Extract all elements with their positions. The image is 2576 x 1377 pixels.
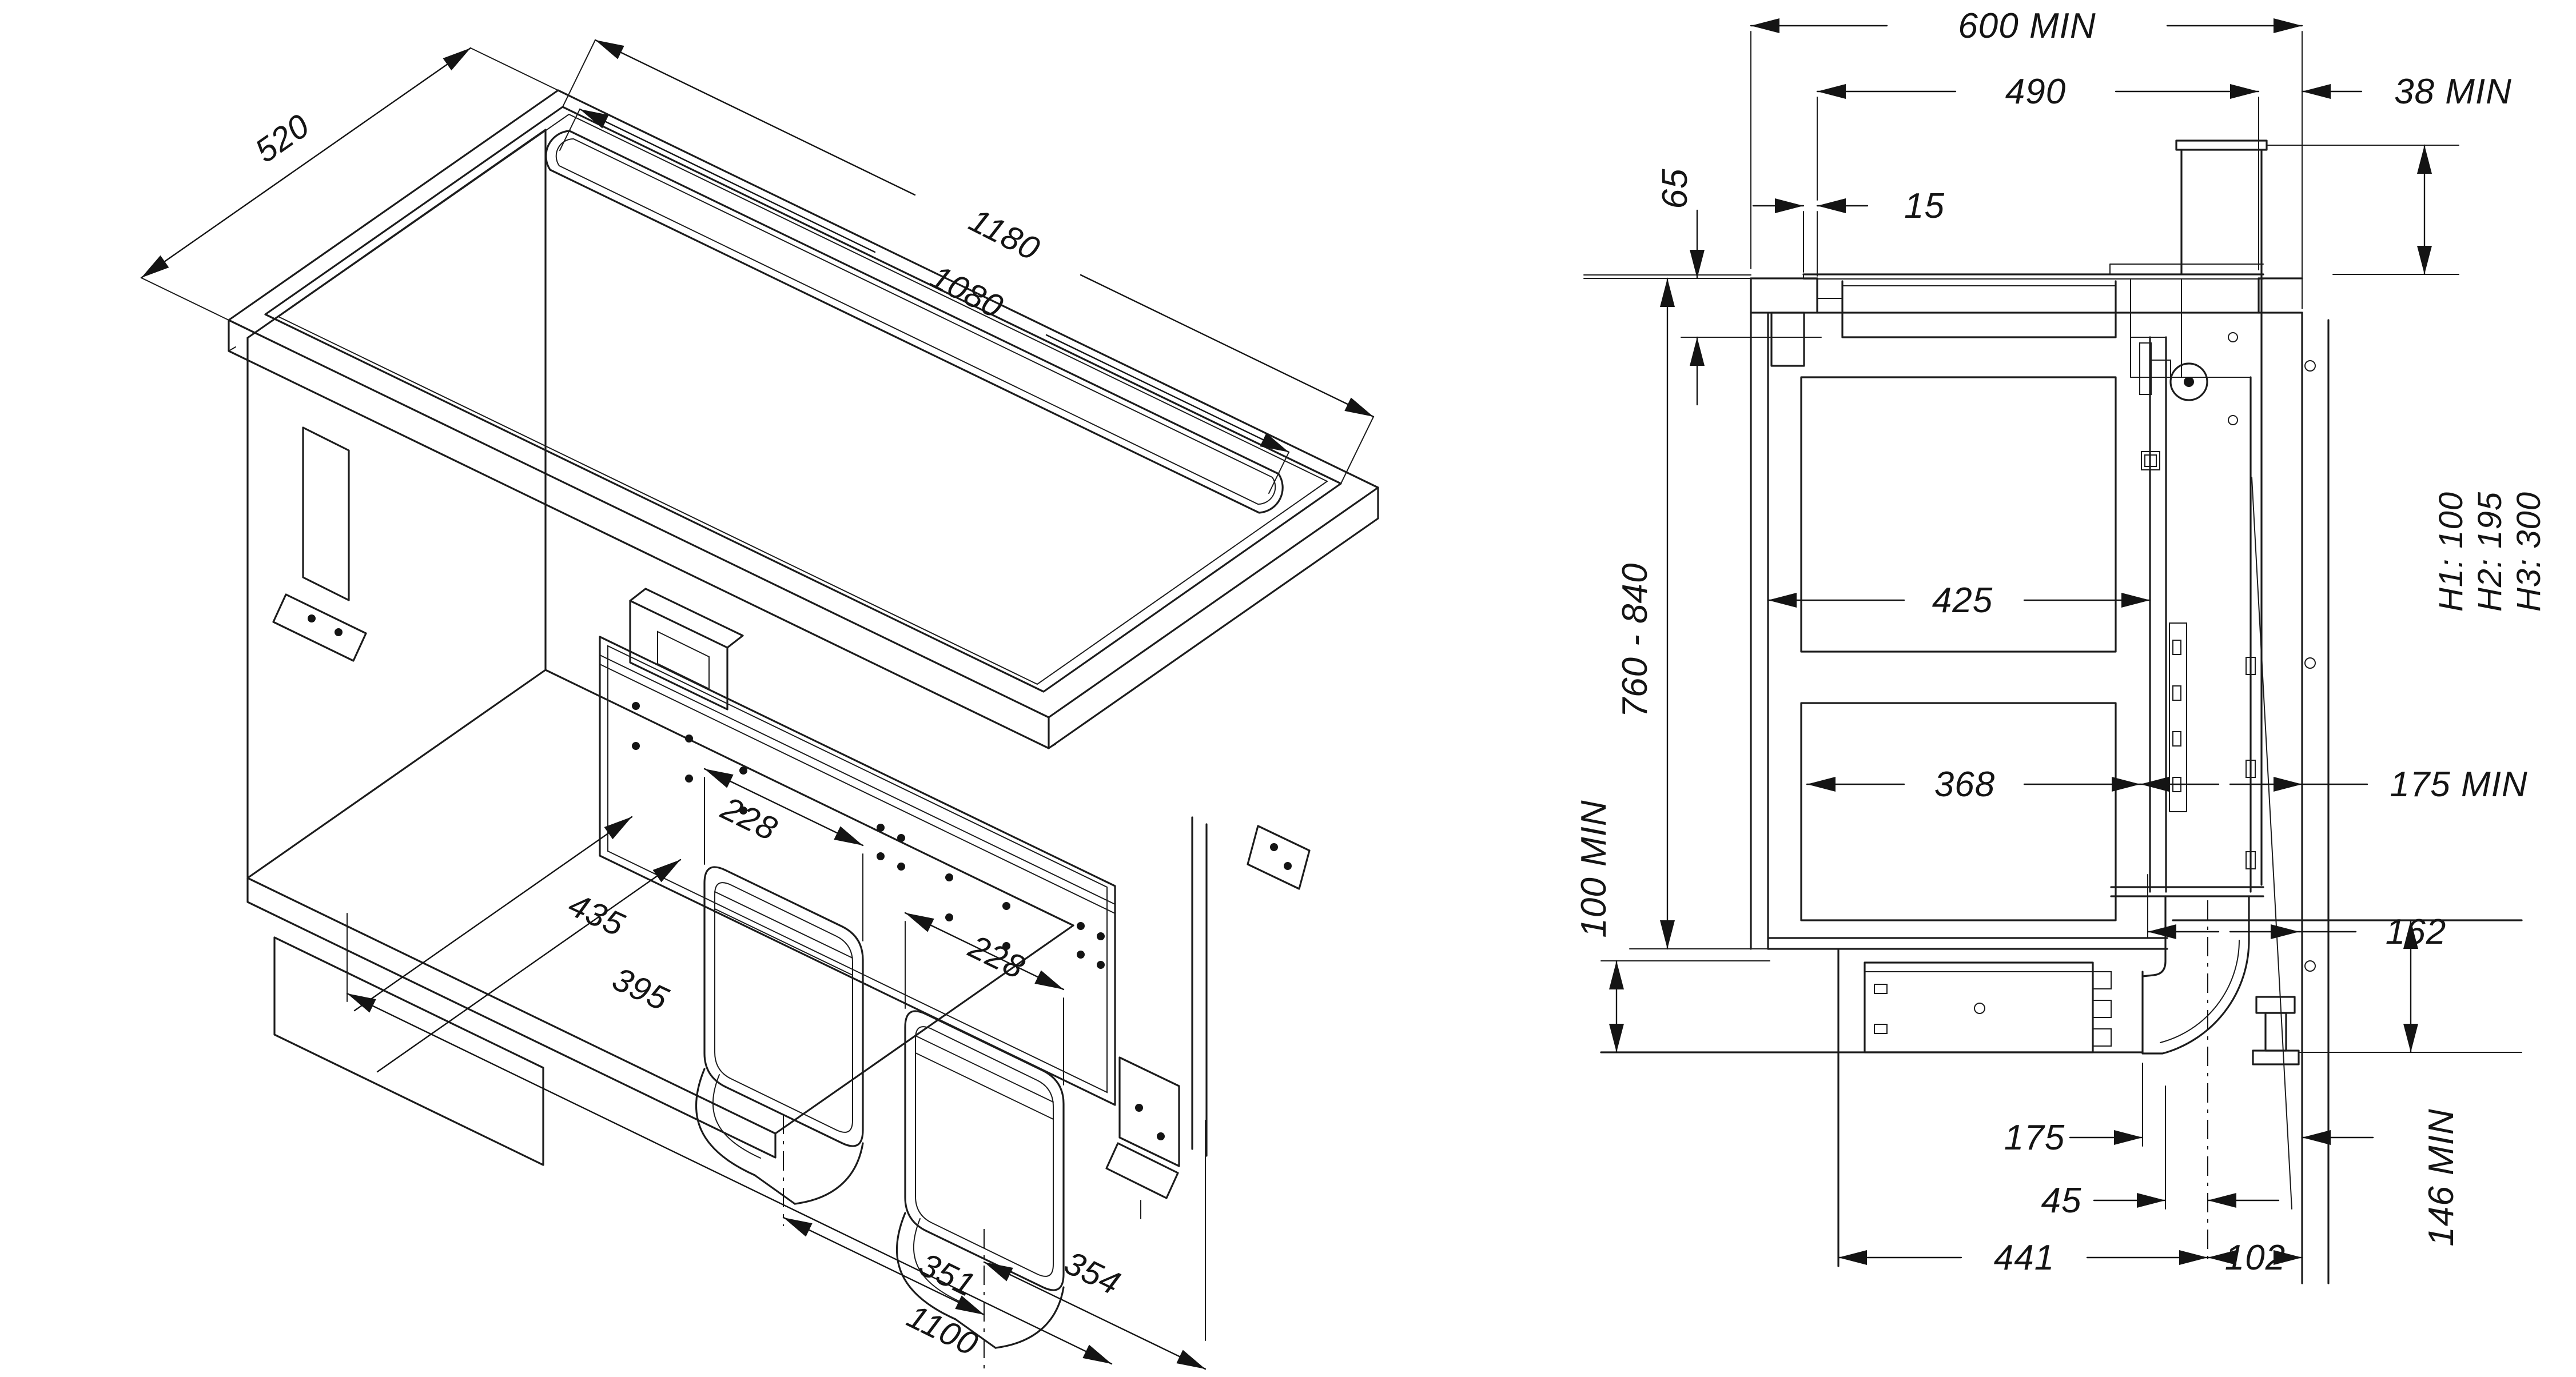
drawer-box-2 <box>1800 702 2117 921</box>
dimension-425: 425 <box>1767 581 2151 620</box>
dim-h1-label: H1: 100 <box>2432 492 2470 612</box>
section-cabinet <box>1750 312 2168 1267</box>
dim-65-label: 65 <box>1655 169 1695 209</box>
dim-490-label: 490 <box>2005 72 2066 111</box>
downdraft-panel <box>599 636 1116 1106</box>
motor-box <box>1864 961 2112 1053</box>
dimension-368: 368 <box>1806 765 2141 804</box>
dim-368-label: 368 <box>1934 765 1995 804</box>
dim-175min-label: 175 MIN <box>2390 765 2527 804</box>
pedestal-foot <box>2252 996 2522 1065</box>
dimension-175-bottom: 175 <box>2004 1063 2374 1158</box>
dimension-351: 351 <box>782 1216 985 1316</box>
isometric-view: 520 1180 1080 228 228 435 <box>140 39 1379 1370</box>
worktop <box>228 89 1379 749</box>
dim-600-label: 600 MIN <box>1958 6 2096 46</box>
duct-outlet-2 <box>895 1010 1065 1349</box>
drawer-box-1 <box>1800 376 2117 653</box>
connector <box>2141 451 2160 470</box>
dim-1180-label: 1180 <box>963 201 1046 268</box>
dimension-146-min: 146 MIN <box>2403 919 2461 1247</box>
dim-h3-label: H3: 300 <box>2510 492 2547 612</box>
section-view: 600 MIN 490 38 MIN 15 65 H1: 10 <box>1574 6 2547 1284</box>
dimension-490: 490 <box>1816 72 2260 270</box>
vent-slot <box>545 130 1284 514</box>
section-hob <box>1802 264 2264 338</box>
dim-h2-label: H2: 195 <box>2471 492 2509 612</box>
dimension-441-102: 441 102 <box>1837 1238 2303 1278</box>
dim-354-label: 354 <box>1058 1244 1126 1302</box>
dimension-45: 45 <box>2041 1085 2280 1220</box>
dimension-100-min: 100 MIN <box>1574 800 1770 1053</box>
chimney-outlet <box>2130 139 2268 378</box>
dim-228b-label: 228 <box>963 928 1031 987</box>
dim-520-label: 520 <box>248 107 316 170</box>
dimension-15: 15 <box>1752 186 1945 277</box>
dimension-h-options: H1: 100 H2: 195 H3: 300 <box>2266 144 2547 612</box>
dimension-600-min: 600 MIN <box>1750 6 2303 309</box>
dimension-1180: 1180 <box>562 39 1375 484</box>
dim-15-label: 15 <box>1904 186 1945 226</box>
dim-45-label: 45 <box>2041 1181 2082 1220</box>
wall <box>2301 312 2330 1284</box>
dim-441-label: 441 <box>1994 1238 2055 1278</box>
cabinet-side-panel <box>246 129 547 878</box>
downdraft-unit <box>2110 273 2316 1210</box>
dim-102-label: 102 <box>2225 1238 2286 1278</box>
dimension-162: 162 <box>2147 874 2446 952</box>
cabinet-plinth <box>273 936 544 1166</box>
duct-outlet-1 <box>695 866 864 1205</box>
dimension-435: 435 <box>353 816 633 1012</box>
dim-100min-label: 100 MIN <box>1574 800 1614 937</box>
dim-175-label: 175 <box>2004 1118 2065 1158</box>
dimension-354: 354 <box>983 1120 1207 1370</box>
dim-425-label: 425 <box>1932 581 1993 620</box>
right-end-plate <box>1105 816 1208 1219</box>
section-worktop <box>1583 274 2303 314</box>
dim-228a-label: 228 <box>715 789 783 848</box>
dimension-760-840: 760 - 840 <box>1615 277 1770 950</box>
dimension-395: 395 <box>376 859 682 1073</box>
dim-1100-label: 1100 <box>901 1298 984 1363</box>
control-box <box>629 588 744 711</box>
dimension-38-min: 38 MIN <box>2301 72 2512 111</box>
clamp-knob <box>2169 362 2208 401</box>
dim-38-label: 38 MIN <box>2394 72 2512 111</box>
worktop-bracket <box>1247 825 1311 890</box>
dim-162-label: 162 <box>2386 912 2446 952</box>
dim-146min-label: 146 MIN <box>2422 1108 2461 1246</box>
dimension-175-min: 175 MIN <box>2139 765 2527 804</box>
left-bracket <box>272 426 367 662</box>
dim-395-label: 395 <box>607 960 674 1018</box>
dimension-520: 520 <box>140 47 559 321</box>
dimension-1080: 1080 <box>559 108 1290 494</box>
dim-760-840-label: 760 - 840 <box>1615 563 1655 718</box>
dimension-65: 65 <box>1655 169 1822 406</box>
brace <box>2251 477 2292 1210</box>
